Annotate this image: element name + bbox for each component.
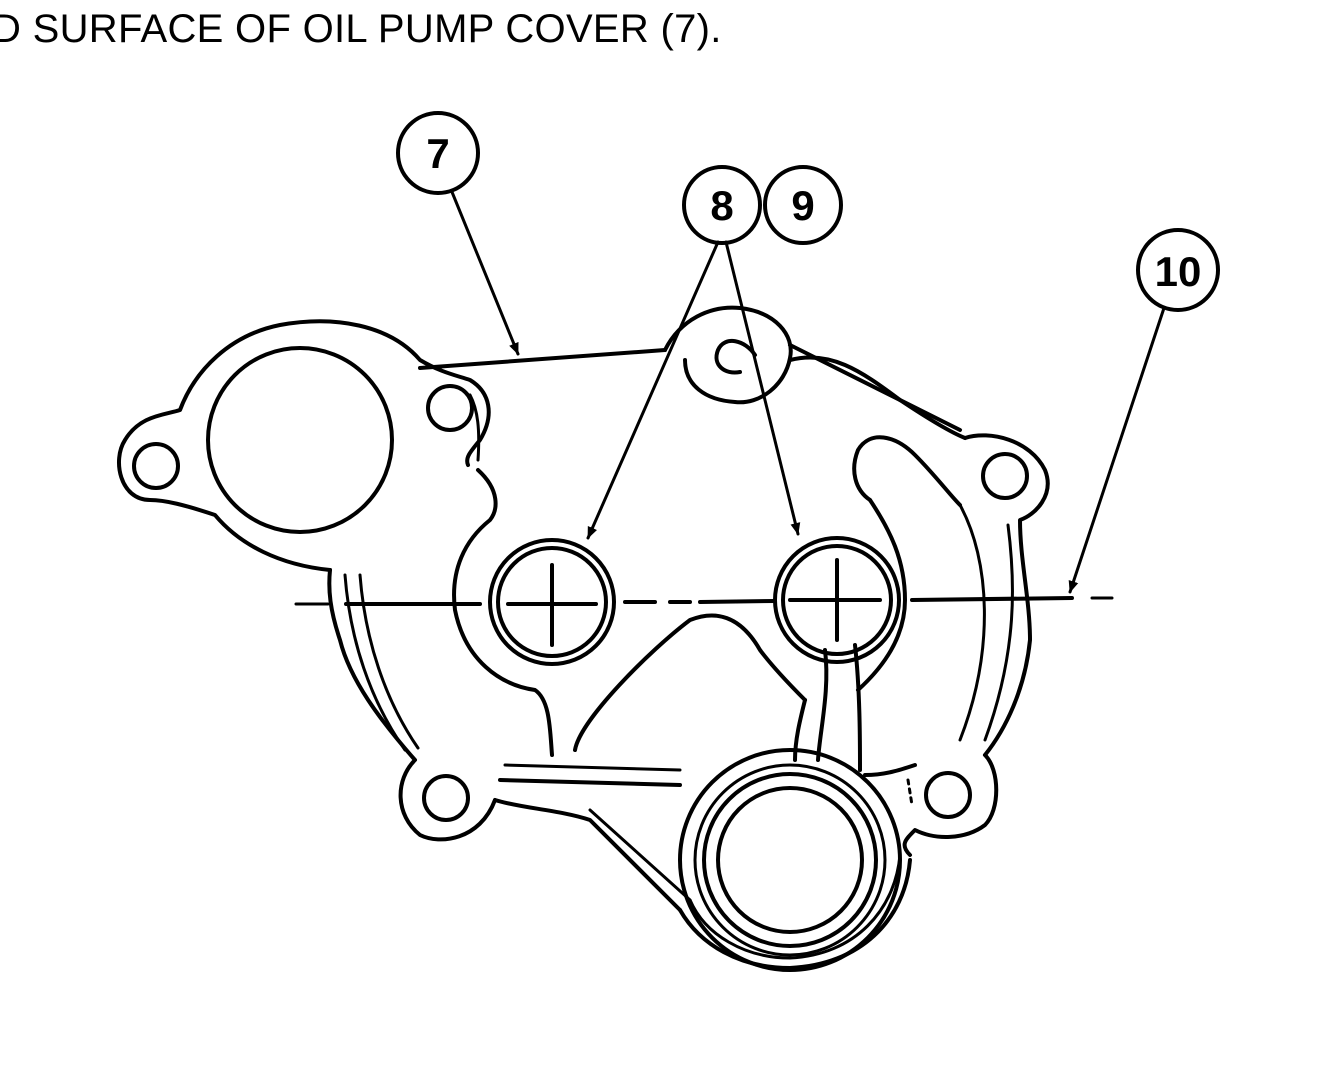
leader-line-8-right (724, 240, 801, 536)
instruction-caption: D SURFACE OF OIL PUMP COVER (7). (0, 2, 722, 56)
bolt-holes (132, 339, 1029, 822)
callout-balloon-8: 8 (682, 165, 762, 245)
center-line (294, 596, 1114, 606)
callout-balloon-7: 7 (396, 111, 480, 195)
bushing-right (773, 536, 901, 664)
top-boss-hole (714, 339, 757, 375)
leader-line-10 (1068, 306, 1166, 594)
callout-balloon-10: 10 (1136, 228, 1220, 312)
bolt-hole-lower-right (924, 771, 972, 819)
leader-line-8-left (586, 240, 720, 540)
bolt-hole-upper-left (426, 384, 474, 432)
callout-label-8: 8 (710, 182, 733, 229)
callout-balloon-9: 9 (763, 165, 843, 245)
bushing-left (488, 538, 616, 666)
callout-label-10: 10 (1155, 248, 1202, 295)
bolt-hole-lower-left (422, 774, 470, 822)
leader-line-7 (450, 190, 520, 356)
bottom-seal-bore (678, 748, 902, 972)
large-bore-upper-left (206, 346, 394, 534)
pump-cover-outline (117, 305, 1050, 970)
bolt-hole-upper-right (981, 452, 1029, 500)
bolt-hole-left (132, 442, 180, 490)
callout-label-7: 7 (426, 130, 449, 177)
instruction-caption-text: D SURFACE OF OIL PUMP COVER (7). (0, 7, 722, 51)
callout-label-9: 9 (791, 182, 814, 229)
leader-lines (450, 190, 1166, 594)
